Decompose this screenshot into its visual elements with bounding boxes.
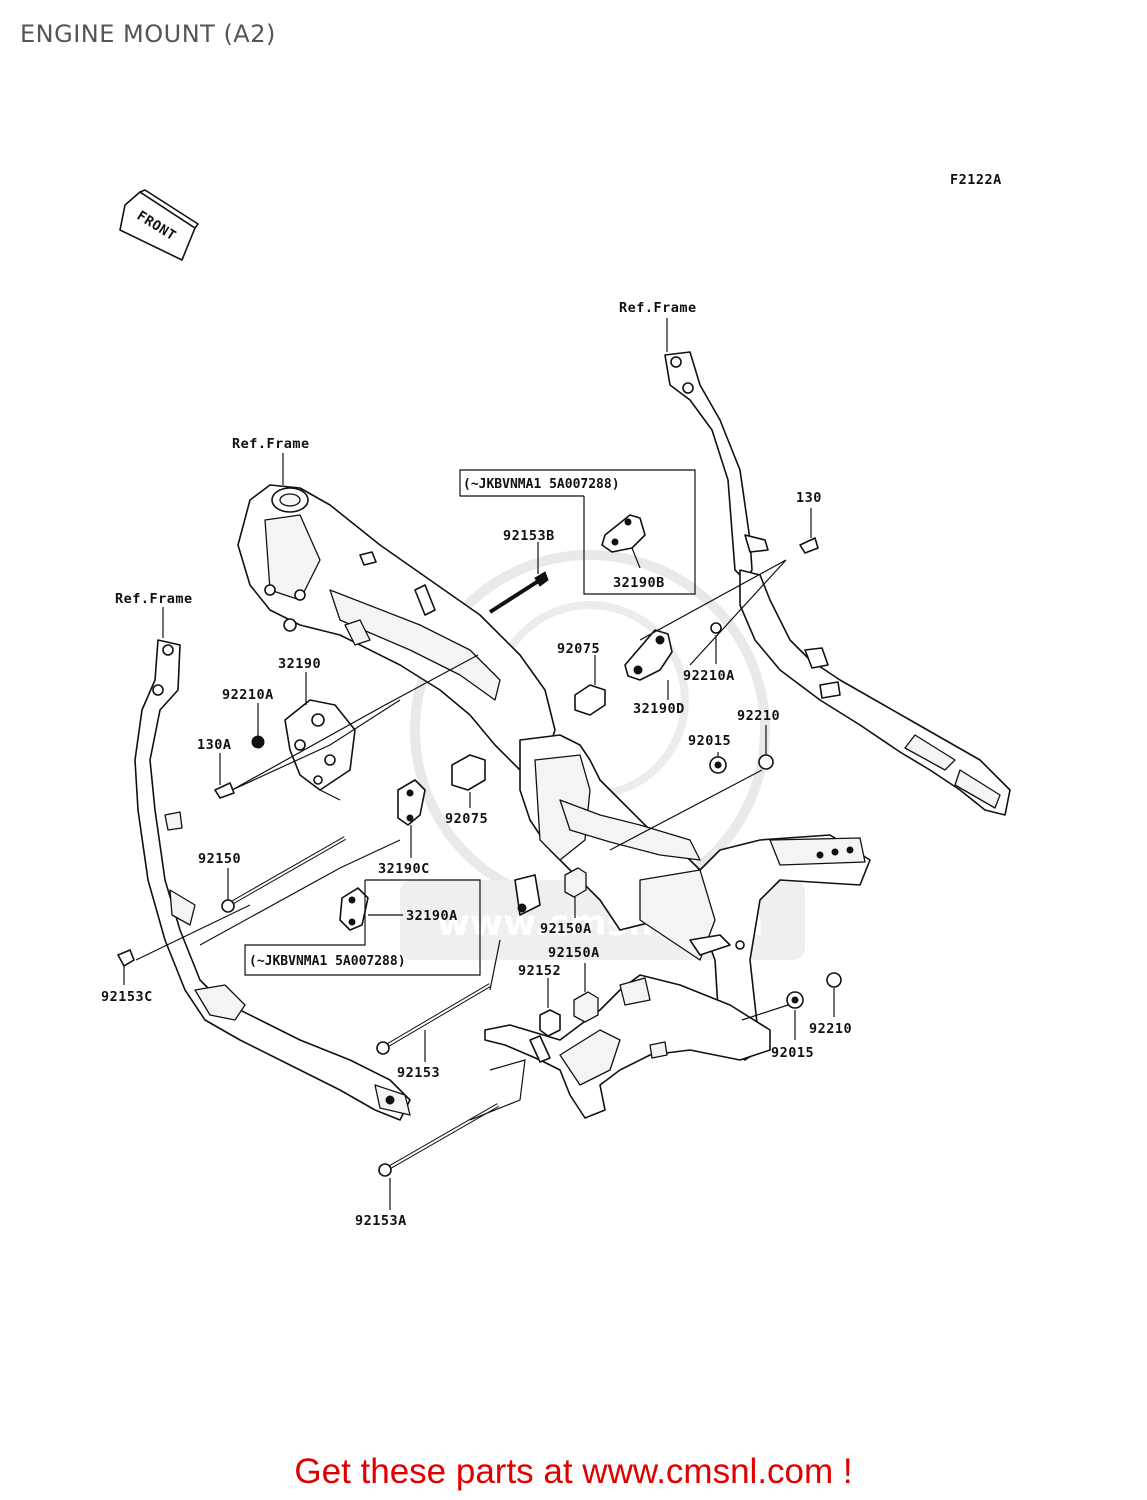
collar-92075-mid [451, 754, 486, 791]
nuts-washers [251, 622, 842, 1009]
part-92153B: 92153B [503, 528, 555, 544]
figure-code: F2122A [950, 172, 1002, 188]
bracket-32190B [601, 514, 646, 553]
ref-frame-label-left: Ref.Frame [115, 591, 193, 607]
note-left-text: (~JKBVNMA1 5A007288) [249, 954, 406, 969]
part-32190C: 32190C [378, 861, 430, 877]
part-92153A: 92153A [355, 1213, 407, 1229]
bracket-32190C [397, 779, 426, 826]
part-92150A-2: 92150A [548, 945, 600, 961]
part-92210A-left: 92210A [222, 687, 274, 703]
spacer-92150A [564, 867, 599, 1023]
note-box-left: (~JKBVNMA1 5A007288) [244, 879, 481, 976]
part-32190B: 32190B [613, 575, 665, 591]
bracket-32190 [284, 699, 356, 791]
part-92015-bottom: 92015 [771, 1045, 814, 1061]
left-frame-rail [134, 639, 411, 1121]
part-32190D: 32190D [633, 701, 685, 717]
part-32190A: 32190A [406, 908, 458, 924]
page-title: ENGINE MOUNT (A2) [20, 20, 276, 48]
part-92210-bottom: 92210 [809, 1021, 852, 1037]
main-frame [237, 484, 871, 1061]
part-130A: 130A [197, 737, 232, 753]
ref-frame-label-right: Ref.Frame [619, 300, 697, 316]
part-92150A-1: 92150A [540, 921, 592, 937]
part-92152: 92152 [518, 963, 561, 979]
ref-frame-label-top: Ref.Frame [232, 436, 310, 452]
front-arrow: FRONT [119, 189, 199, 261]
part-92150: 92150 [198, 851, 241, 867]
part-92075-mid: 92075 [445, 811, 488, 827]
note-box-top: (~JKBVNMA1 5A007288) [459, 469, 696, 595]
part-130: 130 [796, 490, 822, 506]
part-32190: 32190 [278, 656, 321, 672]
part-92153C: 92153C [101, 989, 153, 1005]
collar-92075-top [574, 684, 606, 716]
bracket-32190A [339, 887, 369, 931]
leader-lines [123, 318, 835, 1210]
part-92153: 92153 [397, 1065, 440, 1081]
footer-link[interactable]: Get these parts at www.cmsnl.com ! [294, 1452, 853, 1491]
part-92210A-right: 92210A [683, 668, 735, 684]
part-92015-right: 92015 [688, 733, 731, 749]
part-92210-right: 92210 [737, 708, 780, 724]
note-top-text: (~JKBVNMA1 5A007288) [463, 477, 620, 492]
bracket-32190D [624, 629, 673, 681]
collar-92152 [539, 1009, 561, 1037]
right-frame-rail [664, 351, 1011, 816]
lower-cradle [484, 974, 771, 1119]
part-92075-top: 92075 [557, 641, 600, 657]
